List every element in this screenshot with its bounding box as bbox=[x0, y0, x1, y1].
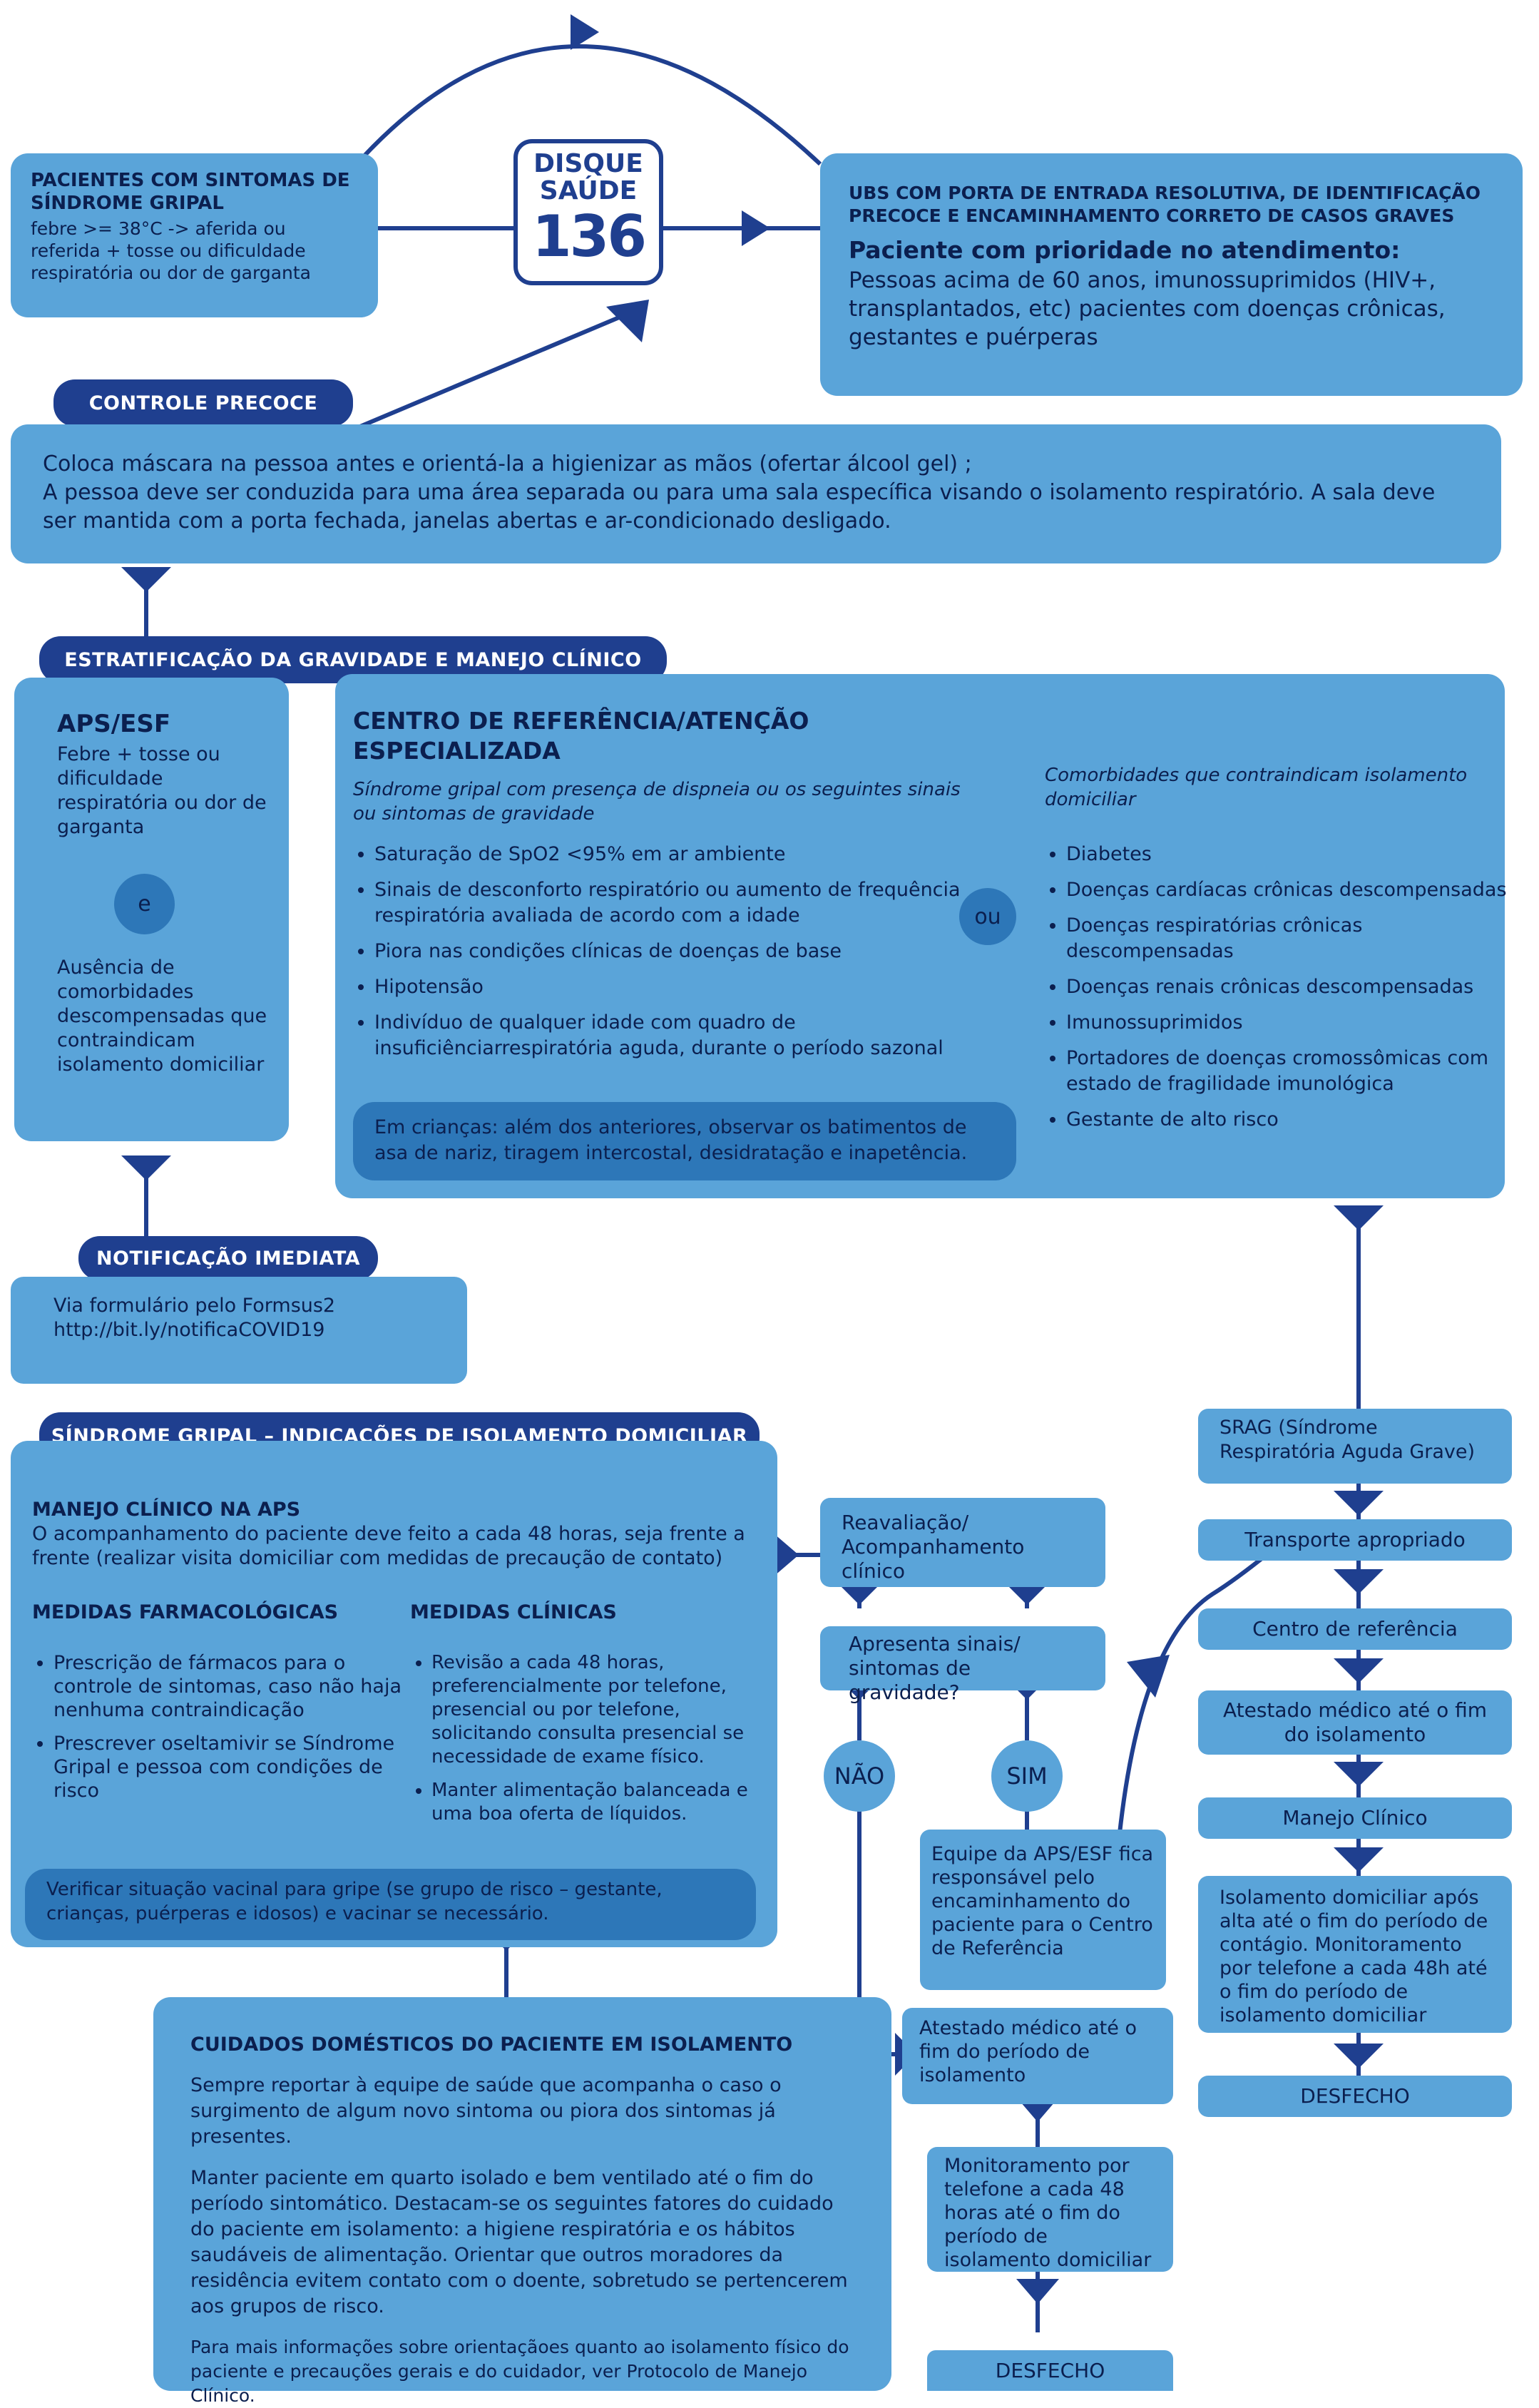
ubs-title: UBS COM PORTA DE ENTRADA RESOLUTIVA, DE … bbox=[849, 183, 1481, 226]
ubs-box: UBS COM PORTA DE ENTRADA RESOLUTIVA, DE … bbox=[820, 153, 1523, 396]
comorb-item: Doenças renais crônicas descompensadas bbox=[1066, 974, 1508, 1000]
comorb-item: Portadores de doenças cromossômicas com … bbox=[1066, 1046, 1508, 1097]
centro-sign-item: Saturação de SpO2 <95% em ar ambiente bbox=[374, 842, 988, 867]
clin-title: MEDIDAS CLÍNICAS bbox=[410, 1601, 617, 1623]
manejo-clinico-box: Manejo Clínico bbox=[1198, 1797, 1512, 1839]
centro-sign-item: Sinais de desconforto respiratório ou au… bbox=[374, 877, 988, 929]
nao-circle: NÃO bbox=[824, 1740, 895, 1812]
centro-connector-ou: ou bbox=[959, 888, 1016, 945]
srag-box: SRAG (Síndrome Respiratória Aguda Grave) bbox=[1198, 1409, 1512, 1484]
manejo-title: MANEJO CLÍNICO NA APS bbox=[32, 1499, 301, 1521]
cuidados-title: CUIDADOS DOMÉSTICOS DO PACIENTE EM ISOLA… bbox=[190, 2034, 793, 2056]
desfecho-left-box: DESFECHO bbox=[927, 2350, 1173, 2391]
clin-list: Revisão a cada 48 horas, preferencialmen… bbox=[410, 1651, 774, 1836]
comorb-item: Doenças cardíacas crônicas descompensada… bbox=[1066, 877, 1508, 903]
comorb-item: Gestante de alto risco bbox=[1066, 1107, 1508, 1133]
centro-intro: Síndrome gripal com presença de dispneia… bbox=[353, 779, 961, 825]
disque-number: 136 bbox=[532, 203, 647, 270]
atestado-right-box: Atestado médico até o fim do isolamento bbox=[1198, 1690, 1512, 1755]
notificacao-text: Via formulário pelo Formsus2 http://bit.… bbox=[53, 1295, 336, 1341]
comorb-intro: Comorbidades que contraindicam isolament… bbox=[1045, 765, 1468, 810]
ubs-text: Pessoas acima de 60 anos, imunossuprimid… bbox=[849, 267, 1446, 350]
centro-signs-list: Saturação de SpO2 <95% em ar ambiente Si… bbox=[353, 842, 988, 1071]
controle-line1: Coloca máscara na pessoa antes e orientá… bbox=[43, 452, 972, 476]
notificacao-label: NOTIFICAÇÃO IMEDIATA bbox=[78, 1236, 378, 1280]
criancas-note: Em crianças: além dos anteriores, observ… bbox=[353, 1102, 1016, 1180]
aps-box: APS/ESF Febre + tosse ou dificuldade res… bbox=[14, 678, 289, 1141]
centro-title: CENTRO DE REFERÊNCIA/ATENÇÃO ESPECIALIZA… bbox=[353, 707, 809, 765]
centro-sign-item: Piora nas condições clínicas de doenças … bbox=[374, 939, 988, 964]
equipe-box: Equipe da APS/ESF fica responsável pelo … bbox=[920, 1830, 1166, 1990]
controle-line2: A pessoa deve ser conduzida para uma áre… bbox=[43, 480, 1436, 534]
ubs-subtitle: Paciente com prioridade no atendimento: bbox=[849, 236, 1401, 264]
centro-sign-item: Hipotensão bbox=[374, 974, 988, 1000]
farm-item: Prescrição de fármacos para o controle d… bbox=[53, 1651, 403, 1722]
comorb-item: Doenças respiratórias crônicas descompen… bbox=[1066, 913, 1508, 964]
isolamento-box: Isolamento domiciliar após alta até o fi… bbox=[1198, 1876, 1512, 2033]
reavaliacao-box: Reavaliação/ Acompanhamento clínico bbox=[820, 1498, 1105, 1587]
patients-title: PACIENTES COM SINTOMAS DE SÍNDROME GRIPA… bbox=[31, 170, 350, 214]
disque-saude-logo: DISQUE SAÚDE 136 bbox=[513, 139, 663, 285]
desfecho-right-box: DESFECHO bbox=[1198, 2076, 1512, 2117]
comorb-item: Diabetes bbox=[1066, 842, 1508, 867]
farm-title: MEDIDAS FARMACOLÓGICAS bbox=[32, 1601, 339, 1623]
cuidados-box: CUIDADOS DOMÉSTICOS DO PACIENTE EM ISOLA… bbox=[153, 1997, 891, 2406]
comorb-list: Diabetes Doenças cardíacas crônicas desc… bbox=[1045, 842, 1508, 1143]
aps-text1: Febre + tosse ou dificuldade respiratóri… bbox=[57, 743, 267, 838]
clin-item: Manter alimentação balanceada e uma boa … bbox=[431, 1779, 774, 1826]
aps-title: APS/ESF bbox=[57, 710, 171, 738]
controle-label: CONTROLE PRECOCE bbox=[53, 379, 353, 427]
top-arc-connector bbox=[354, 44, 822, 166]
manejo-text: O acompanhamento do paciente deve feito … bbox=[32, 1523, 745, 1569]
notificacao-box: Via formulário pelo Formsus2 http://bit.… bbox=[11, 1277, 467, 1384]
cuidados-p1: Sempre reportar à equipe de saúde que ac… bbox=[190, 2074, 782, 2148]
patients-box: PACIENTES COM SINTOMAS DE SÍNDROME GRIPA… bbox=[11, 153, 378, 317]
aps-connector-e: e bbox=[114, 874, 175, 934]
centro-ref-box: Centro de referência bbox=[1198, 1608, 1512, 1650]
apresenta-box: Apresenta sinais/ sintomas de gravidade? bbox=[820, 1626, 1105, 1704]
farm-item: Prescrever oseltamivir se Síndrome Gripa… bbox=[53, 1732, 403, 1802]
atestado-left-box: Atestado médico até o fim do período de … bbox=[902, 2008, 1173, 2104]
farm-list: Prescrição de fármacos para o controle d… bbox=[32, 1651, 403, 1812]
centro-sign-item: Indivíduo de qualquer idade com quadro d… bbox=[374, 1010, 988, 1061]
controle-box: Coloca máscara na pessoa antes e orientá… bbox=[11, 424, 1501, 563]
monitoramento-box: Monitoramento por telefone a cada 48 hor… bbox=[927, 2147, 1173, 2272]
sindrome-box: MANEJO CLÍNICO NA APS O acompanhamento d… bbox=[11, 1441, 777, 1947]
vacina-note: Verificar situação vacinal para gripe (s… bbox=[25, 1869, 756, 1940]
comorb-item: Imunossuprimidos bbox=[1066, 1010, 1508, 1036]
cuidados-p2: Manter paciente em quarto isolado e bem … bbox=[190, 2167, 848, 2317]
sim-circle: SIM bbox=[991, 1740, 1063, 1812]
transporte-box: Transporte apropriado bbox=[1198, 1519, 1512, 1561]
disque-line1: DISQUE bbox=[533, 149, 643, 178]
aps-text2: Ausência de comorbidades descompensadas … bbox=[57, 956, 267, 1076]
patients-text: febre >= 38°C -> aferida ou referida + t… bbox=[31, 218, 311, 283]
clin-item: Revisão a cada 48 horas, preferencialmen… bbox=[431, 1651, 774, 1769]
disque-line2: SAÚDE bbox=[539, 176, 638, 205]
cuidados-p3: Para mais informações sobre orientaçãoes… bbox=[190, 2337, 849, 2406]
